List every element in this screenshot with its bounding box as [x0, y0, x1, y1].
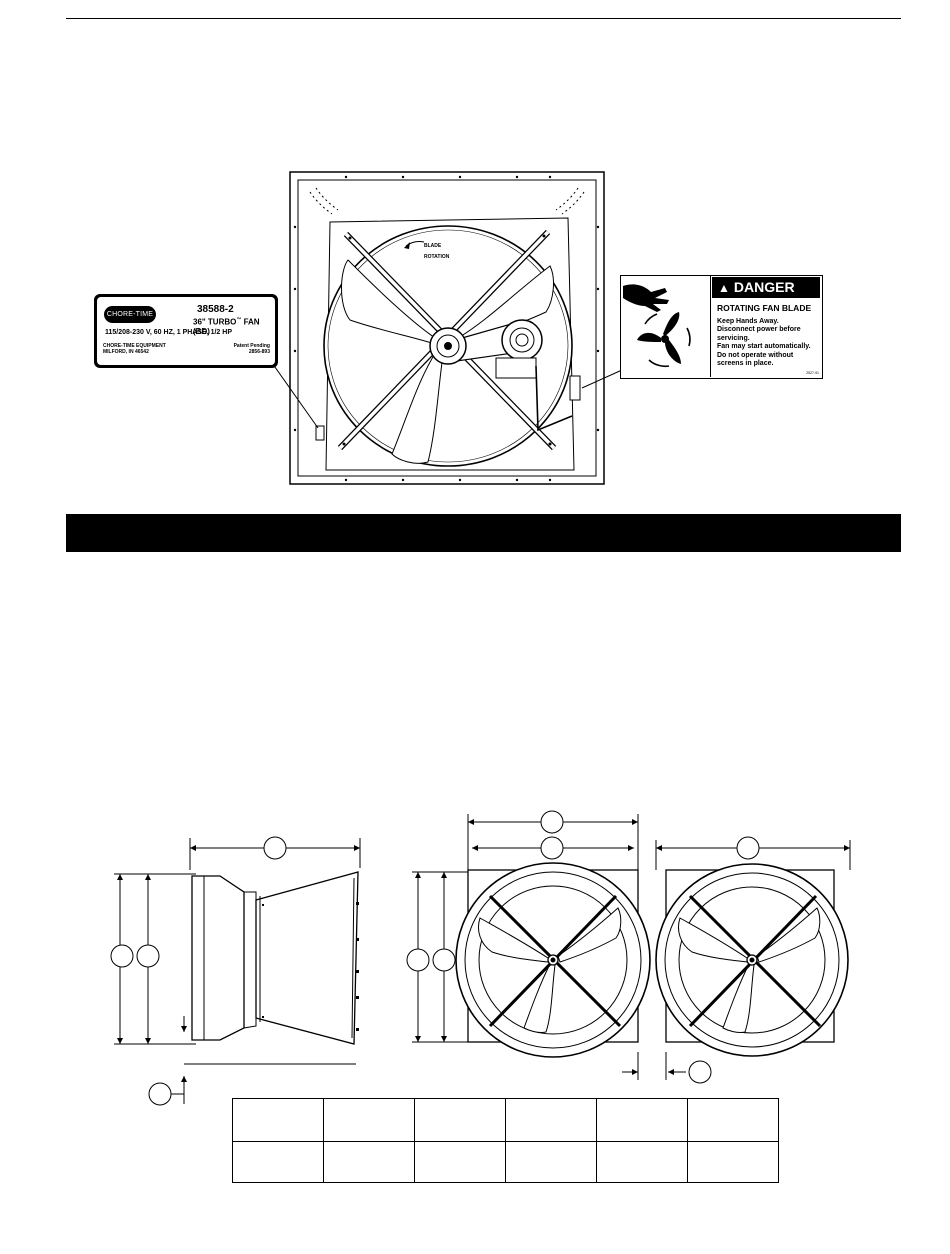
serial-label-location-marker — [315, 425, 325, 441]
danger-header: ▲DANGER — [712, 277, 820, 298]
side-view-bolts — [262, 902, 359, 1031]
table-cell — [596, 1141, 688, 1183]
section-header-bar — [66, 514, 901, 552]
decal-part-number: 2527-91 — [806, 371, 819, 375]
table-row — [232, 1098, 779, 1142]
leader-lines — [269, 359, 623, 429]
fan-front-view-2 — [655, 840, 851, 1080]
fan-blades — [341, 259, 554, 464]
model-number: 38588-2 — [197, 304, 234, 315]
dimension-drawings — [110, 810, 851, 1106]
danger-instructions: Keep Hands Away. Disconnect power before… — [717, 318, 811, 368]
dimension-table — [232, 1098, 779, 1183]
table-cell — [596, 1098, 688, 1142]
side-view-dimension-balloons — [110, 836, 287, 1106]
blade-callout: BLADE — [424, 243, 442, 249]
table-cell — [232, 1098, 324, 1142]
table-cell — [505, 1141, 597, 1183]
table-cell — [414, 1141, 506, 1183]
fan-front-illustration: BLADE ROTATION — [289, 171, 605, 485]
table-cell — [323, 1141, 415, 1183]
front-view-1-dimension-balloons — [406, 810, 564, 972]
rotation-arrows-icon — [644, 313, 691, 368]
brand-badge: CHORE-TIME — [104, 306, 156, 323]
danger-pictogram — [623, 276, 711, 377]
table-cell — [687, 1141, 779, 1183]
danger-subtitle: ROTATING FAN BLADE — [717, 303, 812, 313]
tension-spring — [535, 365, 573, 432]
danger-decal: ▲DANGER ROTATING FAN BLADE Keep Hands Aw… — [620, 275, 823, 379]
patent-info: Patent Pending 2856-893 — [233, 343, 270, 355]
manufacturer-address: CHORE-TIME EQUIPMENT MILFORD, IN 46542 — [103, 343, 166, 355]
top-rule — [66, 18, 901, 19]
serial-number-label: CHORE-TIME 38588-2 36" TURBO™ FAN (BD) 1… — [94, 294, 278, 368]
table-row — [232, 1141, 779, 1183]
fan-front-view-1 — [412, 814, 651, 1080]
fan-blade-icon — [637, 312, 681, 364]
rotation-callout: ROTATION — [424, 254, 450, 260]
fan-side-view — [114, 838, 361, 1104]
danger-decal-location-marker — [569, 375, 581, 401]
table-cell — [414, 1098, 506, 1142]
table-cell — [687, 1098, 779, 1142]
table-cell — [323, 1098, 415, 1142]
product-name: 36" TURBO™ FAN (BD) — [193, 317, 260, 336]
fan-ring-inner — [327, 229, 569, 463]
hand-icon — [623, 284, 669, 312]
electrical-rating: 115/208-230 V, 60 HZ, 1 PHASE, 1/2 HP — [105, 329, 232, 336]
warning-triangle-icon: ▲ — [718, 281, 730, 295]
housing-bolt-holes — [293, 175, 600, 482]
table-cell — [232, 1141, 324, 1183]
fan-housing-inner — [297, 179, 597, 477]
front-view-2-dimension-balloons — [688, 836, 760, 1084]
table-cell — [505, 1098, 597, 1142]
